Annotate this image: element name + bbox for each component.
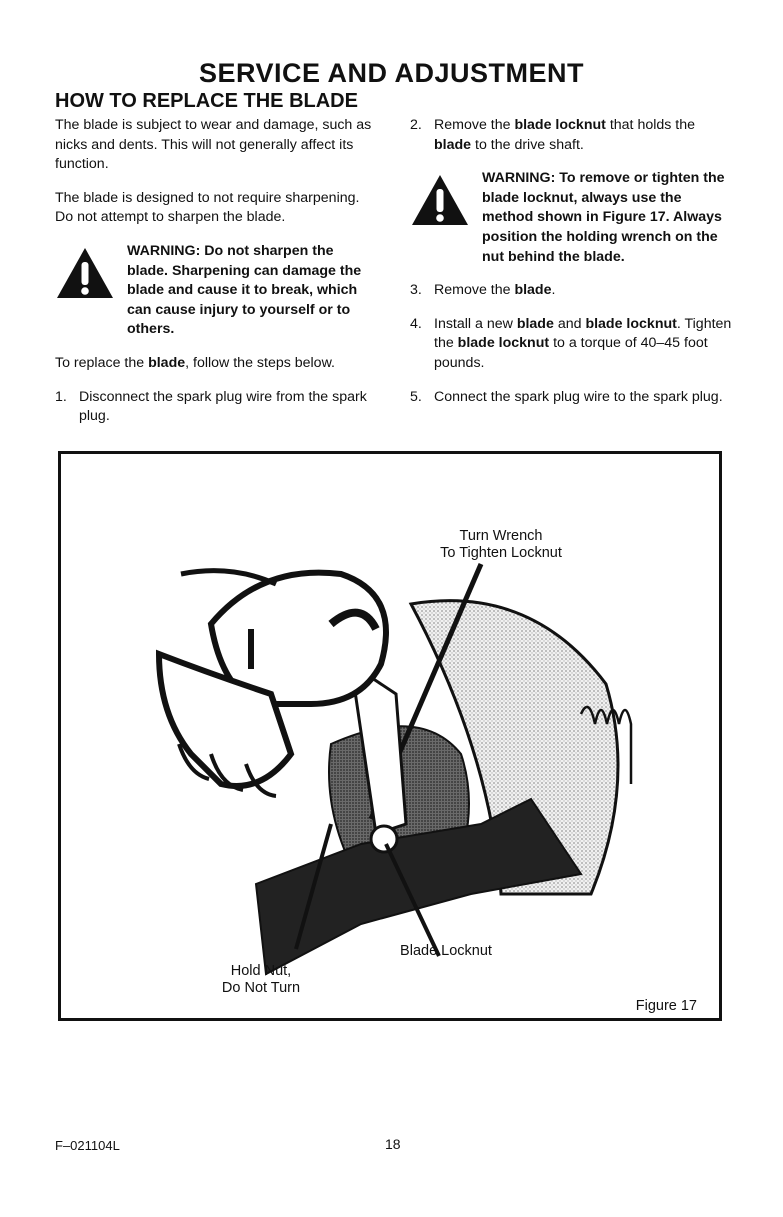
left-column: The blade is subject to wear and damage,… xyxy=(55,116,378,441)
step-3: 3. Remove the blade. xyxy=(410,281,735,301)
step-number: 1. xyxy=(55,388,67,405)
callout-blade-locknut: Blade Locknut xyxy=(400,943,492,959)
step-1: 1. Disconnect the spark plug wire from t… xyxy=(55,388,378,427)
step-text: Remove the blade. xyxy=(434,282,556,299)
step-number: 4. xyxy=(410,315,422,332)
step-5: 5. Connect the spark plug wire to the sp… xyxy=(410,388,735,408)
callout-hold-nut: Hold Nut, Do Not Turn xyxy=(221,963,301,996)
wear-paragraph: The blade is subject to wear and damage,… xyxy=(55,117,372,173)
step-2: 2. Remove the blade locknut that holds t… xyxy=(410,116,735,155)
warning-triangle-icon xyxy=(412,175,468,226)
right-column: 2. Remove the blade locknut that holds t… xyxy=(410,116,735,421)
step-number: 2. xyxy=(410,117,422,133)
step-text: Disconnect the spark plug wire from the … xyxy=(79,388,367,425)
step-text: Remove the blade locknut that holds the … xyxy=(434,117,696,153)
callout-turn-wrench: Turn Wrench To Tighten Locknut xyxy=(440,528,562,561)
locknut-warning-text: WARNING: To remove or tighten the blade … xyxy=(482,170,725,265)
warning-triangle-icon xyxy=(57,247,113,298)
section-title: HOW TO REPLACE THE BLADE xyxy=(55,90,358,112)
step-text: Install a new blade and blade locknut. T… xyxy=(434,315,732,371)
figure-label: Figure 17 xyxy=(635,998,697,1014)
step-number: 3. xyxy=(410,282,422,299)
sharpening-paragraph: The blade is designed to not require sha… xyxy=(55,189,360,226)
figure-17: Turn Wrench To Tighten Locknut Blade Loc… xyxy=(58,451,722,1021)
step-text: Connect the spark plug wire to the spark… xyxy=(434,388,723,405)
locknut-warning: WARNING: To remove or tighten the blade … xyxy=(410,169,735,267)
replace-intro: To replace the blade, follow the steps b… xyxy=(55,354,335,371)
page-title: SERVICE AND ADJUSTMENT xyxy=(198,58,585,88)
sharpen-warning: WARNING: Do not sharpen the blade. Sharp… xyxy=(55,242,378,340)
blade-removal-illustration xyxy=(155,563,633,976)
document-code: F–021104L xyxy=(55,1138,120,1153)
sharpen-warning-text: WARNING: Do not sharpen the blade. Sharp… xyxy=(127,242,362,338)
step-4: 4. Install a new blade and blade locknut… xyxy=(410,315,735,374)
step-number: 5. xyxy=(410,388,422,405)
page-number: 18 xyxy=(385,1136,401,1152)
